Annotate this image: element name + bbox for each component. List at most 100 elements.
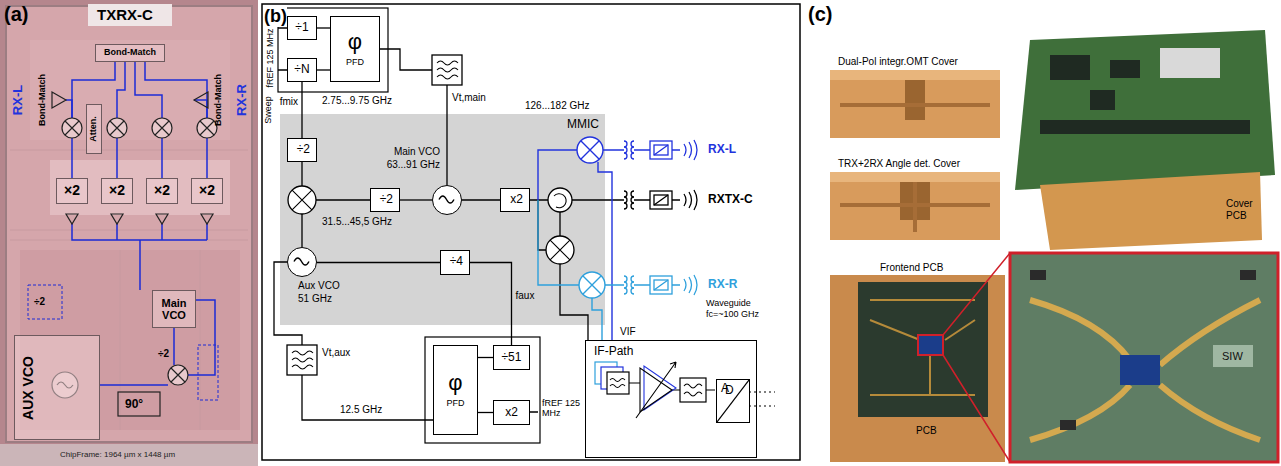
drawing-part: [548, 188, 572, 212]
node-text: x2: [505, 406, 518, 419]
drawing-part: [278, 8, 388, 92]
text-label: fc=~100 GHz: [706, 309, 759, 319]
drawing-part: [538, 137, 620, 340]
divider-block: ÷2: [287, 138, 317, 162]
multiplier-block: x2: [500, 188, 530, 212]
node-text: 51 GHz: [298, 293, 306, 304]
drawing-part: [830, 275, 1005, 462]
drawing-part: [620, 141, 650, 159]
node-text: Main VCO: [153, 297, 195, 321]
drawing-part: [1060, 420, 1076, 430]
node-text: 63...91 GHz: [387, 159, 440, 170]
sine-symbol: [288, 248, 315, 275]
drawing-part: [560, 200, 620, 340]
drawing-part: [636, 362, 676, 418]
connector: [400, 199, 432, 200]
drawing-part: [654, 190, 697, 210]
phase-detector: φPFD: [433, 345, 478, 435]
node-text: ×2: [154, 183, 170, 198]
drawing-part: [50, 160, 230, 215]
text-label: Sweep: [263, 96, 273, 124]
drawing-part: [554, 194, 566, 208]
drawing-part: [1110, 60, 1140, 78]
text-label: VIF: [620, 326, 636, 338]
drawing-part: [620, 191, 650, 209]
node-text: φ: [448, 371, 462, 395]
drawing-part: [1160, 48, 1220, 78]
node-text: ÷1: [295, 21, 308, 34]
drawing-part: [72, 224, 207, 290]
signal-label: faux: [516, 290, 535, 302]
node-text: ÷4: [450, 255, 463, 268]
drawing-part: [118, 392, 160, 416]
drawing-part: [1040, 120, 1250, 134]
drawing-part: [749, 392, 775, 406]
text-label: RXTX-C: [708, 193, 753, 207]
adc-block: AD: [716, 379, 750, 423]
drawing-part: [28, 285, 62, 319]
drawing-part: [0, 0, 258, 466]
divider-block: ÷1: [287, 16, 317, 40]
drawing-part: [577, 137, 603, 163]
drawing-part: [1030, 300, 1260, 440]
bond-match-block: Bond-Match: [95, 44, 165, 62]
drawing-part: [287, 345, 317, 375]
drawing-part: [610, 362, 775, 418]
drawing-part: [595, 362, 706, 402]
drawing-part: [654, 275, 697, 295]
drawing-part: [280, 114, 605, 325]
node-text: IF-Path: [594, 345, 633, 358]
doubler-block: ×2: [101, 178, 133, 204]
node-text: Aux VCO: [298, 280, 306, 291]
text-label: Vt,aux: [322, 347, 350, 359]
drawing-part: [1213, 345, 1253, 367]
text-label: ÷2: [158, 348, 169, 360]
drawing-part: [550, 240, 570, 260]
drawing-part: [432, 55, 462, 85]
adc-diagonal: [717, 380, 749, 422]
node-text: PFD: [346, 58, 364, 68]
node-text: ÷2: [380, 193, 393, 206]
node-text: ÷2: [297, 143, 310, 156]
drawing-part: [292, 351, 313, 369]
drawing-part: [840, 182, 990, 232]
drawing-part: [830, 172, 1000, 240]
text-label: 126...182 GHz: [525, 100, 589, 112]
drawing-part: [654, 140, 697, 160]
drawing-part: [680, 378, 706, 402]
text-label: Bond-Match: [37, 74, 47, 126]
connector: [317, 27, 330, 28]
vco-block: AUX VCO: [14, 335, 100, 440]
drawing-part: [644, 366, 676, 410]
text-label: Dual-Pol integr.OMT Cover: [838, 56, 958, 68]
doubler-block: ×2: [191, 178, 223, 204]
connector: [317, 69, 330, 70]
divider-block: ÷4: [440, 250, 470, 275]
drawing-part: [66, 214, 213, 224]
drawing-part: [292, 190, 312, 210]
text-label: 2.75...9.75 GHz: [322, 95, 392, 107]
drawing-part: [1040, 48, 1250, 134]
text-label: 90°: [125, 398, 143, 412]
node-text: ×2: [64, 183, 80, 198]
drawing-part: [288, 186, 316, 214]
node-text: φ: [348, 30, 362, 54]
drawing-part: [579, 272, 605, 298]
drawing-part: [6, 6, 252, 442]
text-label: ÷2: [34, 296, 45, 308]
text-label: Frontend PCB: [880, 262, 943, 274]
text-label: RX-R: [708, 278, 737, 292]
drawing-part: [1120, 355, 1160, 385]
text-label: PCB: [916, 425, 937, 437]
drawing-part: [684, 384, 702, 396]
text-label: Vt,main: [452, 92, 486, 104]
vco-symbol: Aux VCO51 GHz: [287, 247, 317, 277]
drawing-part: [425, 337, 540, 443]
signal-label: fmix: [280, 96, 298, 108]
divider-block: ÷N: [287, 58, 317, 82]
node-text: ×2: [109, 183, 125, 198]
drawing-part: [830, 70, 1000, 138]
drawing-part: [538, 200, 620, 340]
multiplier-block: x2: [493, 400, 530, 425]
drawing-part: [262, 4, 800, 460]
